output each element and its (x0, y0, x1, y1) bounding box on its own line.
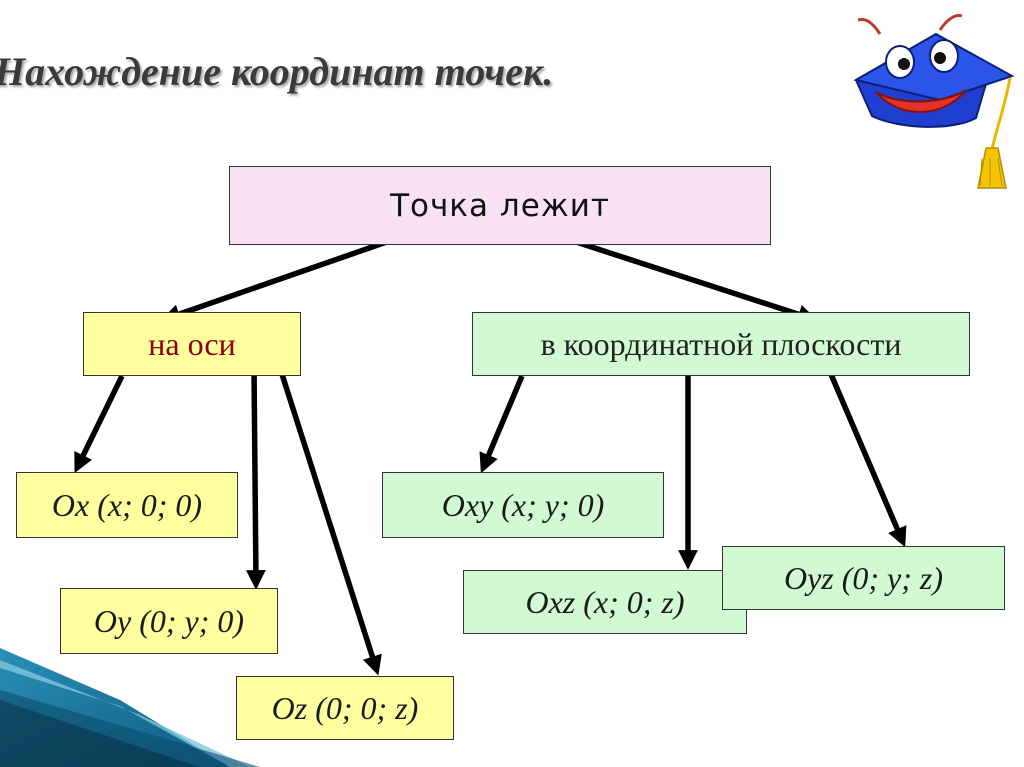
arrow-root-to-axis (168, 238, 398, 318)
leaf-oxz-box: Oxz (x; 0; z) (463, 570, 747, 634)
leaf-oy-box: Oy (0; y; 0) (60, 588, 278, 654)
arrow-axis-to-oy (254, 368, 256, 582)
arrow-root-to-plane (570, 240, 810, 318)
plane-node-box: в координатной плоскости (472, 312, 970, 376)
arrow-plane-to-oyz (830, 372, 902, 540)
arrow-plane-to-oxy (484, 376, 522, 466)
leaf-oxy-box: Oxy (x; y; 0) (382, 472, 664, 538)
arrow-axis-to-ox (78, 376, 122, 466)
leaf-oz-box: Oz (0; 0; z) (236, 676, 454, 740)
arrow-axis-to-oz (280, 368, 376, 668)
axis-node-box: на оси (83, 312, 301, 376)
leaf-ox-box: Ox (x; 0; 0) (16, 472, 238, 538)
leaf-oyz-box: Oyz (0; y; z) (722, 546, 1005, 610)
root-node-box: Точка лежит (229, 166, 771, 245)
